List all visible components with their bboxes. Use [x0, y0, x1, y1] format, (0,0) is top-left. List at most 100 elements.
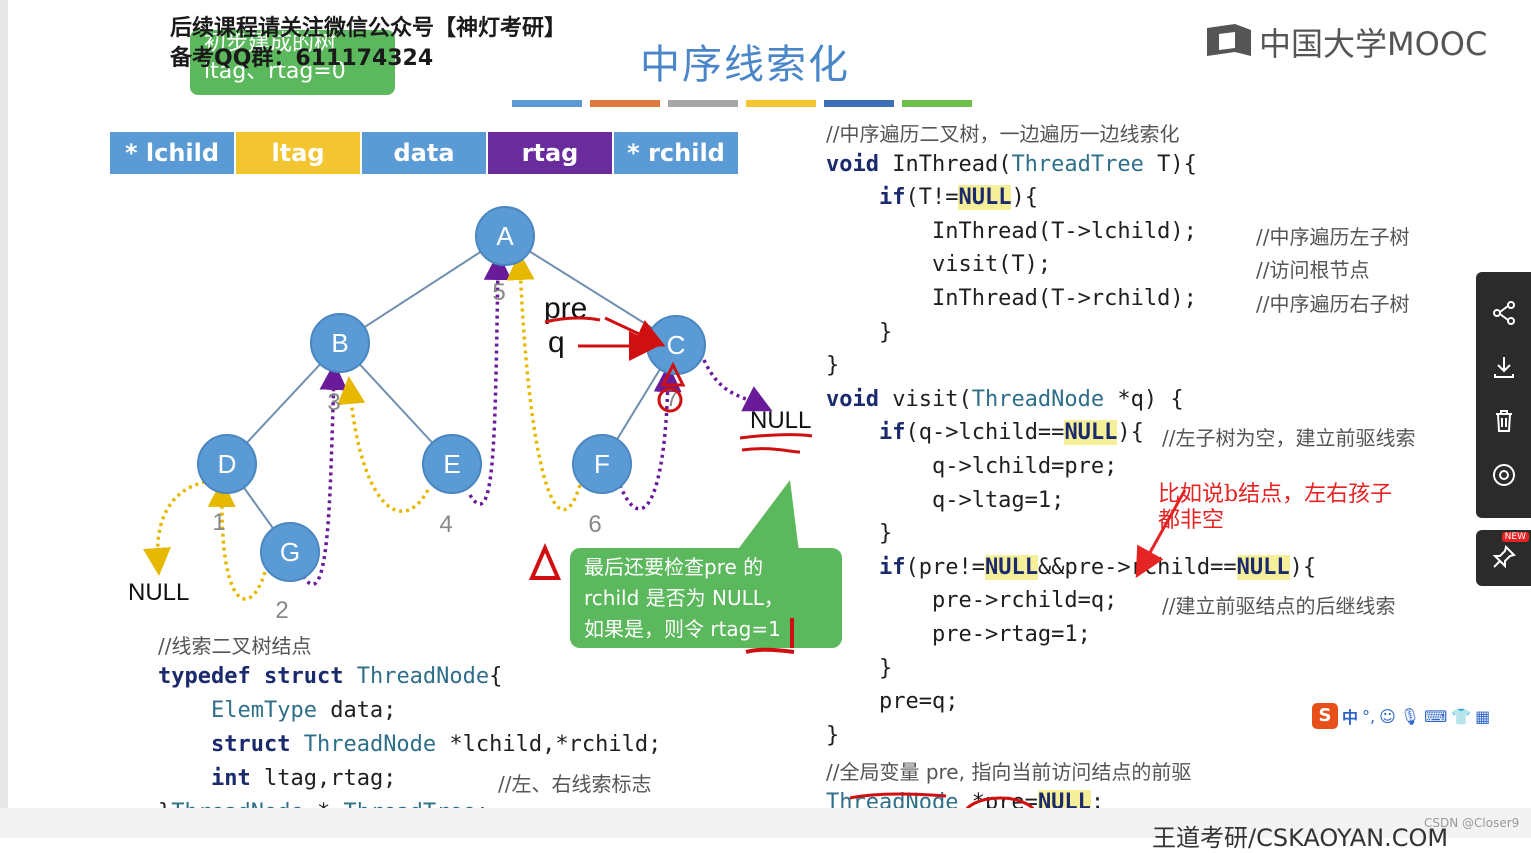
left-code-comment-5: //左、右线索标志: [498, 772, 652, 796]
struct-field-rtag: rtag: [488, 132, 612, 174]
right-code-line-7: }: [826, 319, 893, 345]
ime-logo-icon[interactable]: S: [1312, 703, 1338, 729]
struct-field-lchild: * lchild: [110, 132, 234, 174]
null-label-right: NULL: [750, 407, 811, 434]
right-code-line-15: pre->rchild=q;: [826, 588, 1118, 614]
title-color-bar-2: [590, 100, 660, 107]
node-f-label: F: [594, 449, 610, 479]
callout-tail: [730, 480, 800, 560]
null-underline-scribble: [739, 433, 813, 454]
edge-a-c: [504, 235, 677, 344]
node-e: E: [422, 434, 482, 494]
title-color-bar-3: [668, 100, 738, 107]
record-icon[interactable]: [1489, 462, 1519, 492]
left-code-line-2: typedef struct ThreadNode{: [158, 664, 503, 689]
watermark-line-1: 后续课程请关注微信公众号【神灯考研】: [170, 16, 567, 41]
thread-c-right-null: [702, 359, 773, 412]
delete-icon[interactable]: [1489, 408, 1519, 438]
right-code-line-3: if(T!=NULL){: [878, 185, 1038, 211]
node-d-label: D: [218, 449, 237, 479]
right-code-line-19: }: [826, 722, 840, 748]
rtag-callout-line-1: 最后还要检查pre 的: [584, 555, 764, 579]
rtag-scribble: [745, 618, 795, 654]
node-e-label: E: [443, 449, 460, 479]
node-g: G: [260, 522, 320, 582]
title-color-bar-1: [512, 100, 582, 107]
download-icon[interactable]: [1489, 354, 1519, 384]
left-edge-strip: [0, 0, 8, 838]
watermark-text: 后续课程请关注微信公众号【神灯考研】备考QQ群：611174324: [170, 14, 566, 74]
thread-g-left-d: [207, 479, 267, 601]
pin-button[interactable]: NEW: [1476, 530, 1531, 586]
order-numbers: 1 2 3 4 5 6 7: [212, 279, 678, 624]
right-code-line-12: q->ltag=1;: [826, 487, 1065, 513]
title-color-bar-6: [902, 100, 972, 107]
handwritten-note-line-1: 比如说b结点，左右孩子: [1158, 482, 1393, 507]
thread-f-left-a: [506, 252, 582, 512]
thread-f-right-c: [618, 364, 682, 511]
circle-mark-7: [657, 387, 683, 413]
triangle-mark-pre: [528, 542, 562, 580]
right-code-line-18: pre=q;: [826, 689, 959, 715]
ime-emoji-icon[interactable]: ☺: [1379, 706, 1396, 726]
mooc-logo-text: 中国大学MOOC: [1259, 25, 1488, 63]
struct-field-data: data: [362, 132, 486, 174]
right-code-line-20: //全局变量 pre, 指向当前访问结点的前驱: [826, 760, 1192, 785]
right-code-line-8: }: [826, 353, 840, 379]
watermark-line-2: 备考QQ群：611174324: [170, 46, 434, 71]
site-watermark: 王道考研/CSKAOYAN.COM: [1152, 824, 1449, 852]
node-a-label: A: [496, 221, 514, 251]
node-a: A: [475, 206, 535, 266]
right-code-comment-10: //左子树为空，建立前驱线索: [1162, 426, 1416, 451]
null-label-left: NULL: [128, 579, 189, 606]
struct-field-rchild: * rchild: [614, 132, 738, 174]
right-code-comment-6: //中序遍历右子树: [1256, 292, 1410, 316]
initial-tree-callout: 初步建成的树 ltag、rtag=0: [190, 30, 395, 95]
right-code-line-11: q->lchild=pre;: [826, 454, 1118, 479]
order-number-6: 6: [588, 511, 601, 538]
rtag-callout-line-3: 如果是，则令 rtag=1: [584, 617, 781, 641]
right-code-line-10: if(q->lchild==NULL){: [878, 420, 1144, 446]
node-f: F: [572, 434, 632, 494]
ime-keyboard-icon[interactable]: ⌨: [1424, 706, 1448, 726]
order-number-4: 4: [439, 511, 452, 538]
ime-grid-icon[interactable]: ▦: [1475, 706, 1491, 726]
left-code-line-1: //线索二叉树结点: [158, 634, 312, 658]
right-code-line-4: InThread(T->lchild);: [826, 218, 1197, 244]
inthread-code-block: //中序遍历二叉树，一边遍历一边线索化 void InThread(ThreadT…: [826, 118, 1506, 815]
left-code-line-3: ElemType data;: [210, 698, 397, 723]
ime-voice-icon[interactable]: 🎙: [1399, 706, 1421, 726]
right-code-comment-15: //建立前驱结点的后继线索: [1162, 594, 1396, 619]
right-code-line-9: void visit(ThreadNode *q) {: [826, 386, 1184, 412]
share-icon[interactable]: [1489, 300, 1519, 330]
right-code-line-5: visit(T);: [826, 252, 1052, 278]
ime-punct-icon[interactable]: °,: [1362, 706, 1376, 726]
right-code-line-16: pre->rtag=1;: [826, 622, 1091, 647]
callout-line-1: 初步建成的树: [204, 31, 337, 56]
rtag-check-callout: 最后还要检查pre 的 rchild 是否为 NULL， 如果是，则令 rtag…: [570, 548, 842, 648]
right-code-line-6: InThread(T->rchild);: [826, 286, 1197, 311]
thread-d-left-null: [143, 480, 206, 576]
edge-a-b: [339, 235, 506, 344]
handwritten-note: 比如说b结点，左右孩子 都非空: [1158, 482, 1392, 534]
red-note-arrow: [1135, 489, 1187, 579]
rtag-callout-line-2: rchild 是否为 NULL，: [584, 586, 784, 610]
callout-line-2: ltag、rtag=0: [204, 59, 346, 84]
right-code-comment-5: //访问根节点: [1256, 258, 1370, 283]
title-color-bar-4: [746, 100, 816, 107]
ime-mode-label[interactable]: 中: [1342, 708, 1359, 727]
right-code-line-1: //中序遍历二叉树，一边遍历一边线索化: [826, 122, 1180, 146]
right-code-line-2: void InThread(ThreadTree T){: [826, 151, 1197, 177]
node-d: D: [197, 434, 257, 494]
thread-e-left-b: [337, 376, 430, 513]
ime-skin-icon[interactable]: 👕: [1451, 706, 1472, 726]
node-b-label: B: [331, 328, 348, 358]
right-code-line-17: }: [826, 655, 893, 681]
thread-links: [143, 252, 773, 601]
bottom-strip: [0, 808, 1531, 838]
code-annotations: [849, 489, 1187, 830]
ime-toolbar[interactable]: S 中 °, ☺ 🎙 ⌨ 👕 ▦: [1312, 703, 1490, 729]
binary-tree-diagram: A B C D E F G 1 2 3 4 5 6 7 NULL NULL pr…: [128, 206, 813, 624]
node-c-label: C: [667, 330, 686, 360]
